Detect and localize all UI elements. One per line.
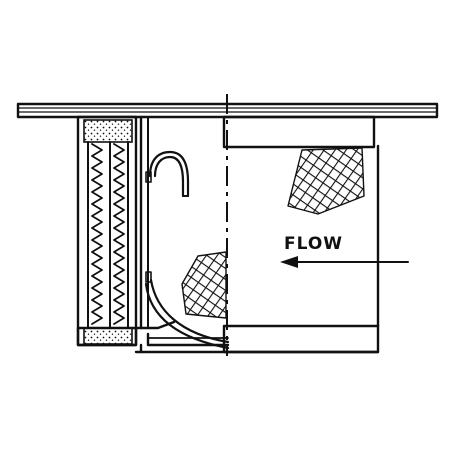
upper-collar bbox=[222, 115, 376, 149]
outer-shell bbox=[135, 115, 380, 354]
bypass-hook bbox=[148, 150, 190, 198]
filter-element bbox=[76, 115, 138, 347]
clip-upper bbox=[145, 171, 152, 183]
clip-lower bbox=[145, 271, 152, 283]
flow-label: FLOW bbox=[284, 234, 343, 254]
pleated-media bbox=[87, 141, 129, 329]
flow-annotation: FLOW bbox=[280, 234, 409, 268]
screen-mesh-upper bbox=[287, 147, 365, 215]
flow-arrow bbox=[280, 256, 409, 268]
bottom-end-cap bbox=[83, 327, 133, 345]
screen-mesh-lower bbox=[181, 251, 227, 319]
curved-tube bbox=[144, 278, 230, 350]
top-end-cap bbox=[83, 119, 133, 143]
lower-collar bbox=[222, 324, 380, 354]
